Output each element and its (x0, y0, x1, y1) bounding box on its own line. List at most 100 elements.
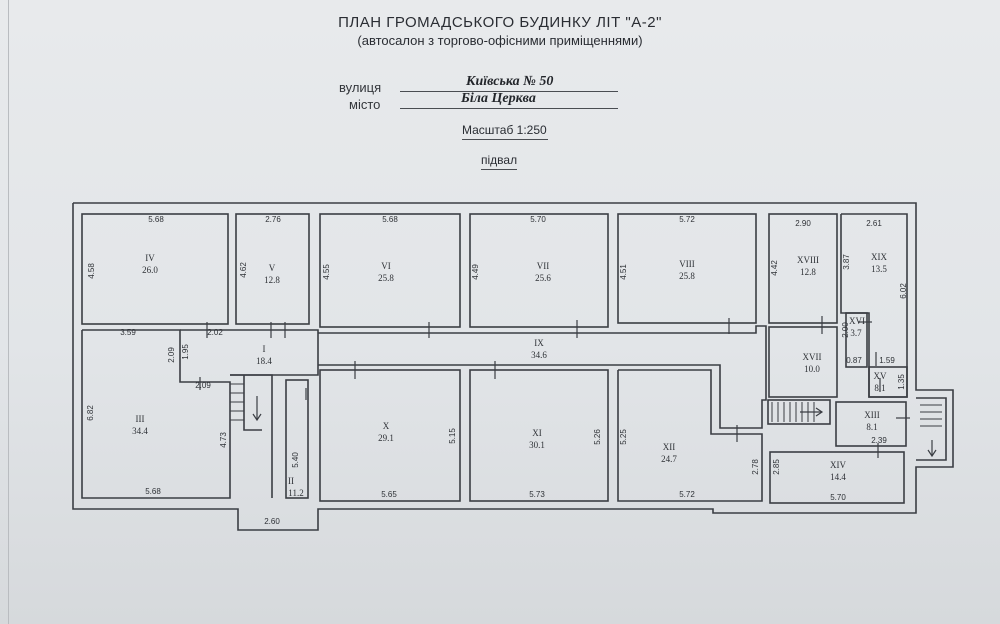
dim-xi-width: 5.73 (529, 490, 545, 499)
room-ii-outline (285, 379, 309, 499)
room-x-number: X (383, 421, 390, 431)
door-marks (199, 316, 910, 458)
room-viii-area: 25.8 (679, 271, 695, 281)
dim-vii-width: 5.70 (530, 215, 546, 224)
plan-title: ПЛАН ГРОМАДСЬКОГО БУДИНКУ ЛІТ "А-2" (338, 14, 662, 31)
dim-xix-width: 2.61 (866, 219, 882, 228)
dim-v-height: 4.62 (239, 262, 248, 278)
dim-xvi-b: 1.59 (879, 356, 895, 365)
room-xiv-area: 14.4 (830, 472, 846, 482)
room-xi-number: XI (532, 428, 542, 438)
dim-iv-height: 4.58 (87, 263, 96, 279)
room-vii-area: 25.6 (535, 273, 551, 283)
dim-ii-width: 2.60 (264, 517, 280, 526)
dim-viii-height: 4.51 (619, 264, 628, 280)
dim-viii-width: 5.72 (679, 215, 695, 224)
dim-x-height: 5.15 (448, 428, 457, 444)
room-vi-number: VI (381, 261, 391, 271)
room-xix-number: XIX (871, 252, 887, 262)
room-iv-number: IV (145, 253, 155, 263)
room-viii-number: VIII (679, 259, 695, 269)
room-xix-outline (840, 213, 908, 398)
dim-xi-height: 5.26 (593, 429, 602, 445)
room-i-outline (180, 329, 319, 376)
walls (72, 202, 954, 531)
dim-iii-width: 5.68 (145, 487, 161, 496)
dim-xii-width: 5.72 (679, 490, 695, 499)
room-x-area: 29.1 (378, 433, 394, 443)
room-xiv-outline (769, 451, 905, 504)
stair-treads (230, 383, 942, 427)
right-stair-outline (767, 399, 831, 425)
dim-iv-width: 5.68 (148, 215, 164, 224)
room-iv-area: 26.0 (142, 265, 158, 275)
stair-arrows (252, 396, 937, 458)
margin-line (8, 0, 9, 624)
room-iii-area: 34.4 (132, 426, 148, 436)
room-xiii-area: 8.1 (866, 422, 877, 432)
room-xvi-outline (845, 312, 868, 368)
city-underline (400, 108, 618, 109)
room-xi-outline (469, 369, 609, 502)
room-xviii-outline (768, 213, 838, 324)
room-xi-area: 30.1 (529, 440, 545, 450)
room-xv-area: 8.1 (874, 383, 885, 393)
dim-x-width: 5.65 (381, 490, 397, 499)
room-i-number: I (263, 344, 266, 354)
dim-i-a: 2.09 (167, 347, 176, 363)
room-ix-outline (318, 325, 767, 429)
room-xv-outline (868, 366, 908, 398)
dim-xvi-a: 0.87 (846, 356, 862, 365)
dim-stair-height: 4.73 (219, 432, 228, 448)
right-exit-outline (916, 397, 947, 461)
dim-xii-height: 5.25 (619, 429, 628, 445)
room-v-outline (235, 213, 310, 325)
dim-xii-side: 2.78 (751, 459, 760, 475)
dim-xiii-width: 2.39 (871, 436, 887, 445)
room-xii-area: 24.7 (661, 454, 677, 464)
scale-label: Масштаб 1:250 (462, 123, 547, 137)
room-xv-number: XV (874, 371, 887, 381)
dim-xv-height: 1.35 (897, 374, 906, 390)
dim-i-c: 2.09 (195, 381, 211, 390)
dim-vii-height: 4.49 (471, 264, 480, 280)
room-ix-area: 34.6 (531, 350, 547, 360)
room-xviii-area: 12.8 (800, 267, 816, 277)
room-xiii-outline (835, 401, 907, 447)
dimension-labels: 5.68 4.58 2.76 4.62 5.68 4.55 5.70 4.49 … (86, 215, 908, 526)
room-xvi-area: 3.7 (850, 328, 862, 338)
room-xii-outline (617, 369, 763, 502)
room-ix-number: IX (534, 338, 544, 348)
street-label: вулиця (339, 80, 382, 95)
dim-xix-side: 6.02 (899, 283, 908, 299)
room-i-area: 18.4 (256, 356, 272, 366)
room-xvii-outline (768, 326, 838, 398)
city-value: Біла Церква (461, 91, 536, 106)
room-iii-outline (81, 329, 231, 499)
room-labels: IV 26.0 V 12.8 VI 25.8 VII 25.6 VIII 25.… (132, 252, 887, 498)
dim-xviii-width: 2.90 (795, 219, 811, 228)
room-xiii-number: XIII (864, 410, 880, 420)
room-xviii-number: XVIII (797, 255, 819, 265)
dim-iii-top: 3.59 (120, 328, 136, 337)
dim-xiv-width: 5.70 (830, 493, 846, 502)
room-x-outline (319, 369, 461, 502)
dim-v-width: 2.76 (265, 215, 281, 224)
room-ii-number: II (288, 476, 294, 486)
room-xiv-number: XIV (830, 460, 846, 470)
dim-ii-height: 5.40 (291, 452, 300, 468)
dim-xiv-height: 2.85 (772, 459, 781, 475)
dim-i-b: 1.95 (181, 344, 190, 360)
outer-wall (72, 202, 954, 531)
room-v-area: 12.8 (264, 275, 280, 285)
room-ii-area: 11.2 (288, 488, 303, 498)
street-value: Київська № 50 (466, 74, 554, 89)
dim-iii-height: 6.82 (86, 405, 95, 421)
dim-xvi-height: 2.00 (841, 322, 850, 338)
room-xix-area: 13.5 (871, 264, 887, 274)
room-xvii-area: 10.0 (804, 364, 820, 374)
street-underline (400, 91, 618, 92)
room-xii-number: XII (663, 442, 676, 452)
dim-xix-height: 3.87 (842, 254, 851, 270)
